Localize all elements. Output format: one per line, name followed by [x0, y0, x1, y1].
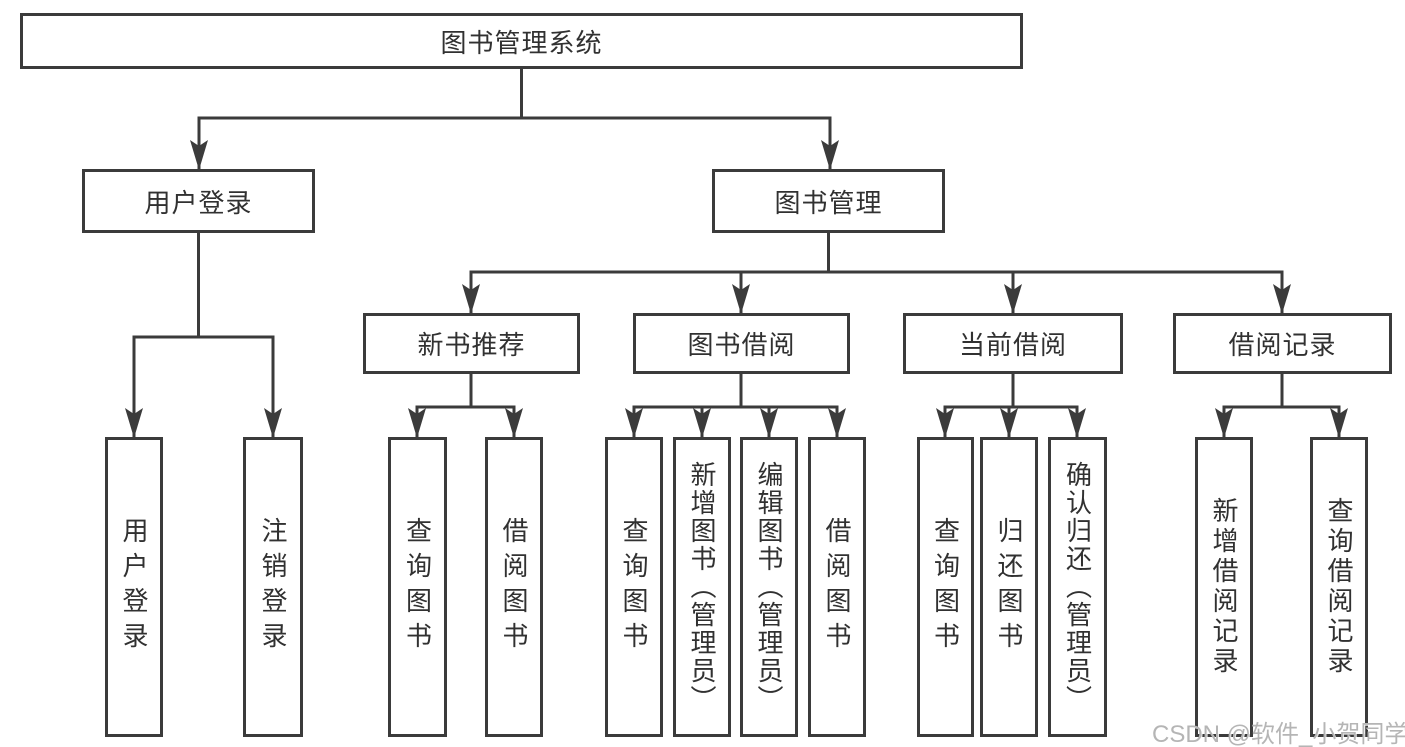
leaf-add-book-admin-label: 新增图书（管理员）: [687, 461, 717, 713]
leaf-query-books-borrow: 查询图书: [605, 437, 663, 737]
node-new-book-recommend-label: 新书推荐: [417, 330, 526, 360]
leaf-edit-book-admin: 编辑图书（管理员）: [740, 437, 798, 737]
node-new-book-recommend: 新书推荐: [363, 313, 580, 374]
leaf-borrow-books-recommend-label: 借阅图书: [499, 517, 529, 657]
leaf-query-books-current-label: 查询图书: [930, 517, 961, 657]
node-book-management-label: 图书管理: [774, 187, 883, 218]
node-current-borrow: 当前借阅: [903, 313, 1123, 374]
leaf-query-borrow-record: 查询借阅记录: [1310, 437, 1368, 737]
node-book-borrow: 图书借阅: [633, 313, 850, 374]
connector-book-borrow-split: [625, 372, 846, 439]
leaf-borrow-books-label: 借阅图书: [822, 517, 852, 657]
leaf-confirm-return-admin: 确认归还（管理员）: [1048, 437, 1107, 737]
leaf-user-login-label: 用户登录: [119, 517, 149, 657]
node-root: 图书管理系统: [20, 13, 1023, 69]
leaf-return-book: 归还图书: [980, 437, 1038, 737]
node-borrow-records: 借阅记录: [1173, 313, 1392, 374]
leaf-logout-label: 注销登录: [258, 517, 288, 657]
leaf-borrow-books: 借阅图书: [808, 437, 866, 737]
leaf-add-borrow-record: 新增借阅记录: [1195, 437, 1253, 737]
connector-new-book-recommend-split: [408, 372, 523, 439]
node-borrow-records-label: 借阅记录: [1228, 330, 1337, 360]
connector-user-login-split: [125, 231, 282, 439]
node-user-login: 用户登录: [82, 169, 315, 233]
connector-root-split: [190, 67, 839, 171]
node-book-management: 图书管理: [712, 169, 945, 233]
leaf-confirm-return-admin-label: 确认归还（管理员）: [1062, 461, 1093, 713]
leaf-logout: 注销登录: [243, 437, 303, 737]
leaf-edit-book-admin-label: 编辑图书（管理员）: [754, 461, 784, 713]
leaf-query-books-recommend-label: 查询图书: [402, 517, 433, 657]
node-root-label: 图书管理系统: [440, 27, 603, 58]
leaf-borrow-books-recommend: 借阅图书: [485, 437, 543, 737]
connector-borrow-record-split: [1215, 372, 1348, 439]
leaf-query-books-recommend: 查询图书: [388, 437, 447, 737]
leaf-user-login: 用户登录: [105, 437, 163, 737]
leaf-add-book-admin: 新增图书（管理员）: [673, 437, 731, 737]
leaf-query-books-borrow-label: 查询图书: [619, 517, 649, 657]
node-book-borrow-label: 图书借阅: [687, 330, 796, 360]
node-user-login-label: 用户登录: [144, 187, 253, 218]
leaf-add-borrow-record-label: 新增借阅记录: [1209, 497, 1239, 677]
connector-current-borrow-split: [936, 372, 1086, 439]
connector-book-management-split: [462, 231, 1291, 315]
leaf-query-borrow-record-label: 查询借阅记录: [1324, 497, 1354, 677]
node-current-borrow-label: 当前借阅: [958, 330, 1067, 360]
leaf-query-books-current: 查询图书: [917, 437, 974, 737]
watermark: CSDN @软件_小贺同学: [1152, 721, 1405, 747]
leaf-return-book-label: 归还图书: [994, 517, 1024, 657]
